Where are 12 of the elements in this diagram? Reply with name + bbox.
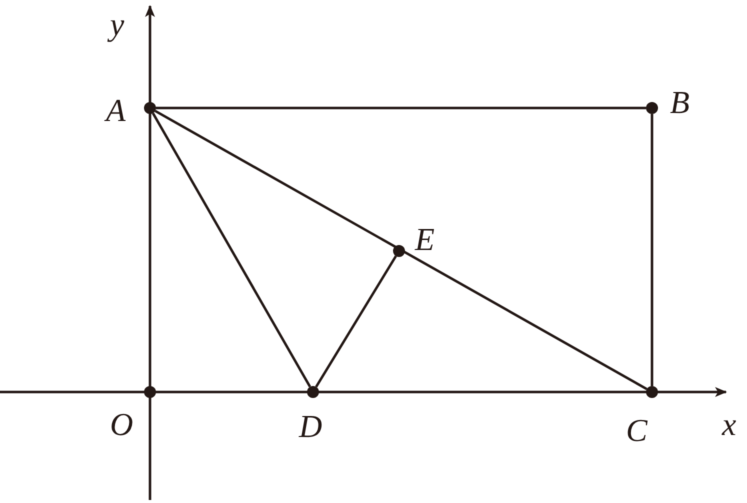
line-segment	[156, 106, 646, 110]
point-label: A	[106, 94, 126, 126]
point-label: B	[670, 86, 690, 118]
line-segment	[650, 114, 654, 386]
point-label: C	[626, 414, 648, 446]
point-label: D	[299, 410, 322, 442]
line-segment	[154, 110, 648, 390]
line-segment	[315, 255, 397, 388]
axis-label: x	[722, 408, 736, 440]
point-label: E	[415, 223, 435, 255]
line-segment	[152, 112, 312, 388]
point-label: O	[110, 408, 134, 440]
